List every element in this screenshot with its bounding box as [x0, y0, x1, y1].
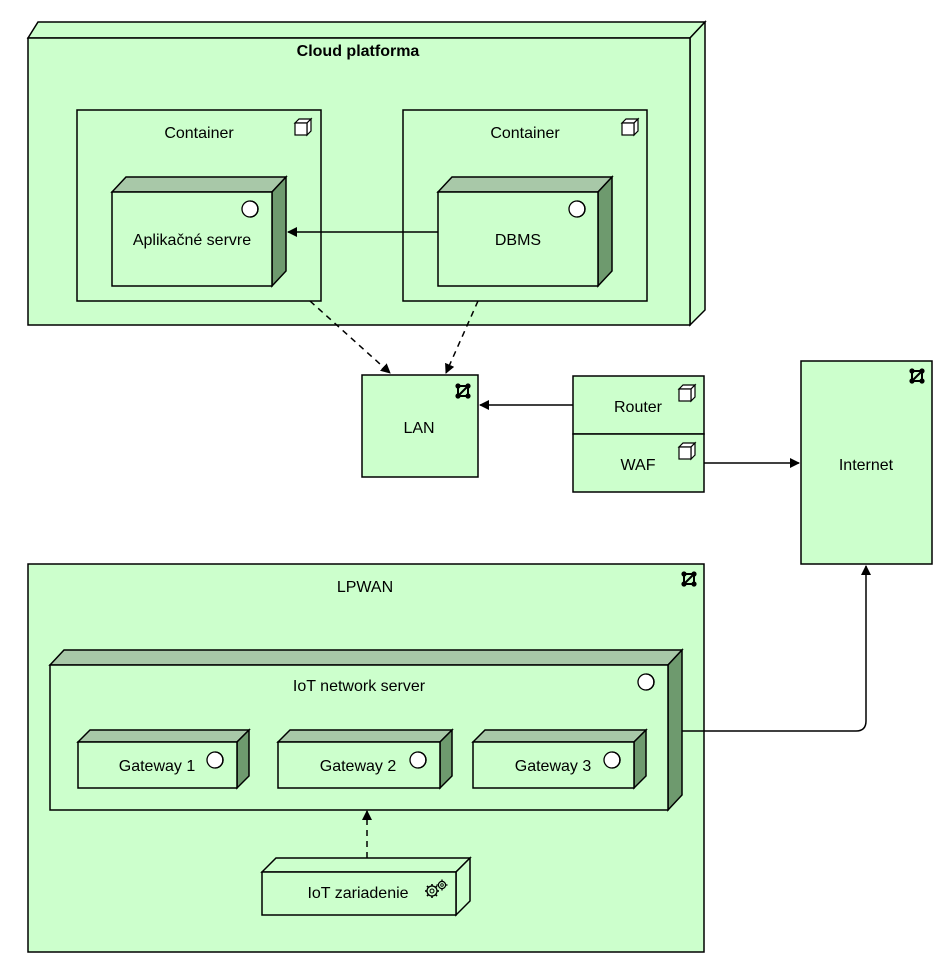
container-right-label: Container [490, 125, 560, 142]
network-icon [681, 571, 697, 587]
waf-node[interactable]: WAF [572, 433, 705, 493]
artifact-cube-icon [620, 117, 640, 137]
lpwan-label: LPWAN [337, 579, 393, 596]
component-interface-icon [241, 200, 259, 218]
container-left-label: Container [164, 125, 234, 142]
gateway-2-label: Gateway 2 [320, 758, 397, 775]
gateway-1-label: Gateway 1 [119, 758, 196, 775]
router-label: Router [614, 399, 663, 416]
router-node[interactable]: Router [572, 375, 705, 435]
internet-label: Internet [839, 457, 894, 474]
app-server-label: Aplikačné servre [133, 232, 251, 249]
artifact-cube-icon [677, 441, 697, 461]
artifact-cube-icon [293, 117, 313, 137]
lan-label: LAN [403, 420, 434, 437]
gears-icon [425, 879, 448, 898]
iot-device-label: IoT zariadenie [307, 885, 408, 902]
network-icon [455, 383, 471, 399]
dbms-node[interactable]: DBMS [436, 175, 614, 288]
cloud-platform-title: Cloud platforma [297, 43, 420, 60]
artifact-cube-icon [677, 383, 697, 403]
gateway-2-node[interactable]: Gateway 2 [276, 728, 454, 790]
network-icon [909, 368, 925, 384]
component-interface-icon [409, 751, 427, 769]
component-interface-icon [603, 751, 621, 769]
gateway-3-label: Gateway 3 [515, 758, 592, 775]
waf-label: WAF [621, 457, 656, 474]
component-interface-icon [637, 673, 655, 691]
container-left-to-lan-connector [309, 300, 391, 374]
internet-node[interactable]: Internet [800, 360, 933, 565]
lan-node[interactable]: LAN [361, 374, 479, 478]
component-interface-icon [206, 751, 224, 769]
iot-device-node[interactable]: IoT zariadenie [260, 856, 472, 917]
iot-server-to-internet-connector [682, 565, 871, 732]
component-interface-icon [568, 200, 586, 218]
gateway-3-node[interactable]: Gateway 3 [471, 728, 648, 790]
dbms-label: DBMS [495, 232, 541, 249]
app-server-node[interactable]: Aplikačné servre [110, 175, 288, 288]
container-right-to-lan-connector [445, 300, 479, 374]
iot-network-server-label: IoT network server [293, 678, 426, 695]
gateway-1-node[interactable]: Gateway 1 [76, 728, 251, 790]
